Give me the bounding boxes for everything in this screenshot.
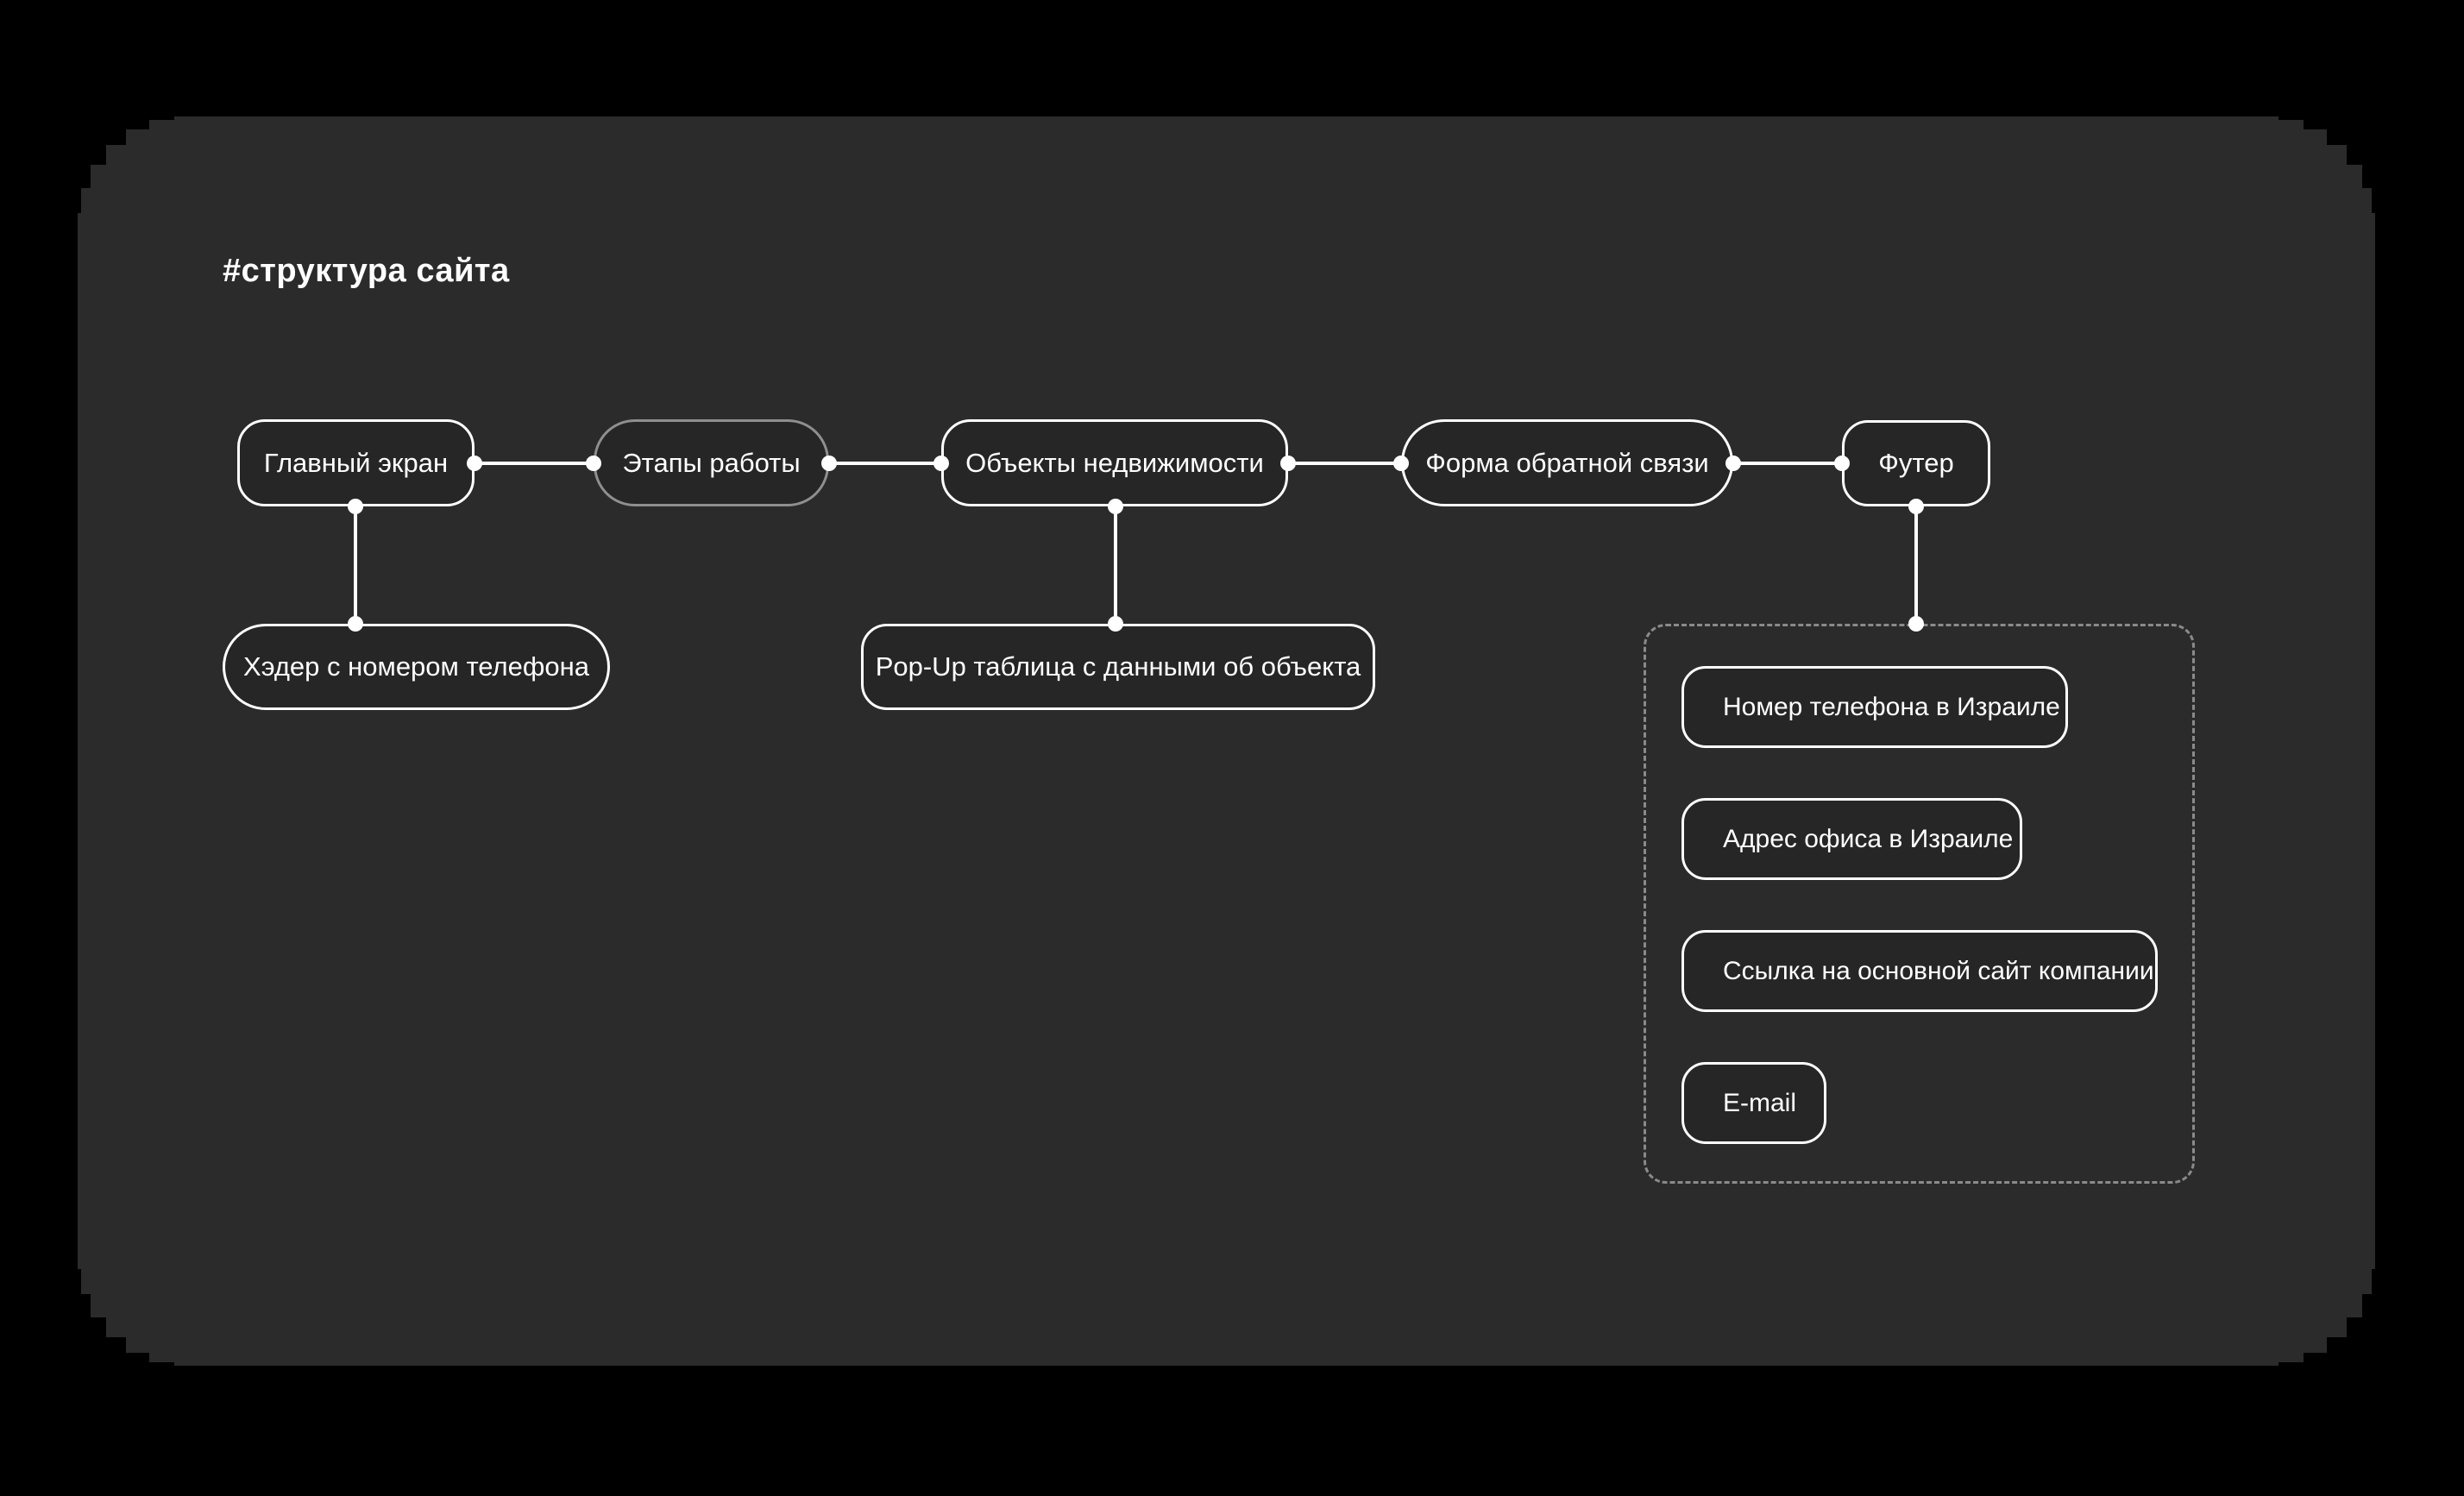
page-title: #структура сайта <box>223 253 510 289</box>
node-main-screen[interactable]: Главный экран <box>237 419 475 506</box>
connector-objects-to-popup <box>1114 506 1117 624</box>
connector-dot <box>1393 456 1409 471</box>
connector-dot <box>933 456 949 471</box>
node-footer-label: Футер <box>1878 448 1954 478</box>
node-popup-table[interactable]: Pop-Up таблица с данными об объекта <box>861 624 1375 710</box>
connector-dot <box>1280 456 1296 471</box>
node-footer[interactable]: Футер <box>1842 420 1990 506</box>
node-header-with-phone-label: Хэдер с номером телефона <box>243 651 589 682</box>
connector-main-to-stages <box>475 462 594 465</box>
node-phone-israel[interactable]: Номер телефона в Израиле <box>1681 666 2068 748</box>
connector-dot <box>586 456 601 471</box>
node-real-estate-objects-label: Объекты недвижимости <box>965 447 1264 478</box>
node-feedback-form-label: Форма обратной связи <box>1425 447 1709 478</box>
node-phone-israel-label: Номер телефона в Израиле <box>1723 692 2060 721</box>
connector-dot <box>467 456 482 471</box>
node-work-stages[interactable]: Этапы работы <box>594 419 829 506</box>
node-real-estate-objects[interactable]: Объекты недвижимости <box>941 419 1288 506</box>
node-main-site-link[interactable]: Ссылка на основной сайт компании <box>1681 930 2158 1012</box>
connector-stages-to-objects <box>829 462 941 465</box>
connector-dot <box>348 499 363 514</box>
node-email[interactable]: E-mail <box>1681 1062 1826 1144</box>
node-popup-table-label: Pop-Up таблица с данными об объекта <box>875 651 1361 682</box>
connector-dot <box>821 456 837 471</box>
connector-main-to-header <box>354 506 357 624</box>
connector-dot <box>1908 616 1924 632</box>
connector-dot <box>348 616 363 632</box>
node-work-stages-label: Этапы работы <box>622 447 801 478</box>
node-office-address-israel-label: Адрес офиса в Израиле <box>1723 824 2014 853</box>
connector-dot <box>1108 499 1123 514</box>
node-email-label: E-mail <box>1723 1088 1797 1117</box>
node-header-with-phone[interactable]: Хэдер с номером телефона <box>223 624 610 710</box>
connector-objects-to-feedback <box>1288 462 1401 465</box>
connector-dot <box>1108 616 1123 632</box>
whiteboard-frame: #структура сайта Главный экран Этапы раб… <box>78 116 2375 1366</box>
node-main-site-link-label: Ссылка на основной сайт компании <box>1723 956 2154 985</box>
connector-feedback-to-footer <box>1733 462 1842 465</box>
node-office-address-israel[interactable]: Адрес офиса в Израиле <box>1681 798 2022 880</box>
node-main-screen-label: Главный экран <box>263 447 449 478</box>
connector-dot <box>1834 456 1850 471</box>
connector-footer-to-group <box>1914 506 1918 624</box>
connector-dot <box>1725 456 1741 471</box>
connector-dot <box>1908 499 1924 514</box>
node-feedback-form[interactable]: Форма обратной связи <box>1401 419 1733 506</box>
